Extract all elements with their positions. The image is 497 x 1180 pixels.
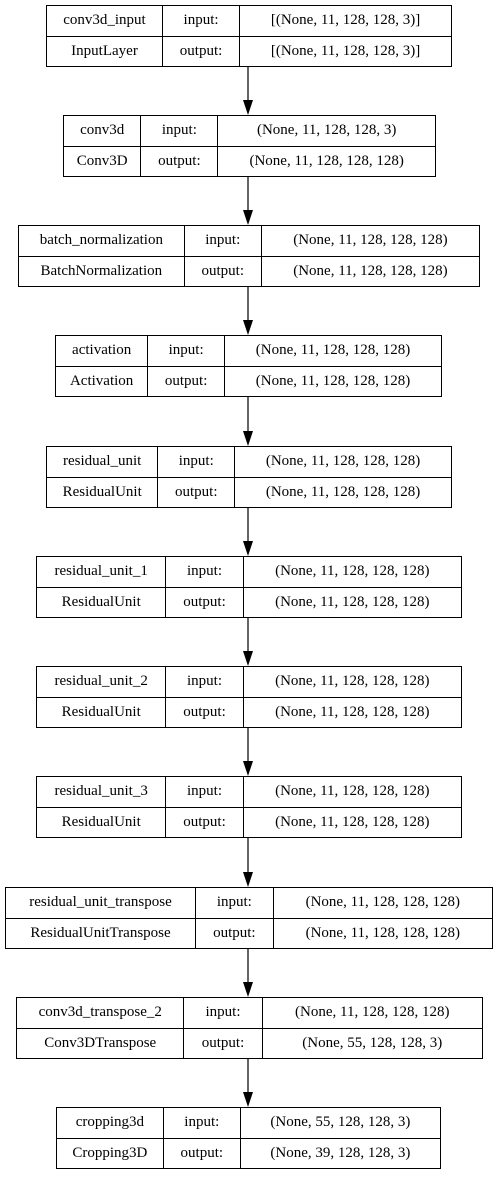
input-label: input: (195, 887, 274, 919)
output-label: output: (157, 476, 236, 508)
layer-name: activation (54, 335, 149, 367)
output-label: output: (165, 696, 244, 728)
layer-class: ResidualUnit (45, 476, 159, 508)
input-shape: (None, 11, 128, 128, 128) (260, 225, 481, 257)
layer-name: conv3d (62, 115, 142, 147)
input-label: input: (161, 5, 241, 37)
input-shape: (None, 11, 128, 128, 3) (217, 115, 436, 147)
input-label: input: (147, 335, 226, 367)
input-label: input: (165, 776, 244, 808)
layer-name: conv3d_transpose_2 (15, 997, 185, 1029)
layer-name: residual_unit_2 (35, 666, 167, 698)
layer-name: batch_normalization (18, 225, 185, 257)
input-shape: (None, 11, 128, 128, 128) (234, 446, 452, 478)
arrowhead-icon (243, 982, 253, 997)
input-label: input: (183, 997, 263, 1029)
output-shape: (None, 11, 128, 128, 128) (272, 917, 494, 949)
output-label: output: (183, 255, 262, 287)
output-shape: (None, 11, 128, 128, 128) (242, 806, 463, 838)
input-shape: (None, 11, 128, 128, 128) (242, 776, 463, 808)
output-label: output: (147, 365, 226, 397)
output-label: output: (162, 1137, 241, 1169)
arrowhead-icon (243, 210, 253, 225)
arrowhead-icon (243, 872, 253, 887)
layer-class: Activation (54, 365, 149, 397)
output-shape: (None, 11, 128, 128, 128) (260, 255, 481, 287)
arrowhead-icon (243, 1092, 253, 1107)
output-label: output: (140, 145, 219, 177)
layer-class: BatchNormalization (18, 255, 185, 287)
output-shape: (None, 39, 128, 128, 3) (239, 1137, 442, 1169)
arrowhead-icon (243, 541, 253, 556)
layer-name: residual_unit_3 (35, 776, 167, 808)
output-shape: (None, 11, 128, 128, 128) (217, 145, 436, 177)
output-label: output: (165, 806, 244, 838)
input-label: input: (165, 556, 244, 588)
input-shape: [(None, 11, 128, 128, 3)] (239, 5, 452, 37)
layer-name: cropping3d (56, 1107, 164, 1139)
output-shape: (None, 11, 128, 128, 128) (242, 586, 463, 618)
layer-name: conv3d_input (46, 5, 163, 37)
input-label: input: (157, 446, 236, 478)
input-label: input: (165, 666, 244, 698)
arrowhead-icon (243, 761, 253, 776)
input-shape: (None, 11, 128, 128, 128) (242, 556, 463, 588)
layer-class: InputLayer (46, 35, 163, 67)
layer-class: ResidualUnit (35, 806, 167, 838)
input-shape: (None, 11, 128, 128, 128) (224, 335, 442, 367)
output-shape: (None, 55, 128, 128, 3) (261, 1027, 484, 1059)
output-shape: [(None, 11, 128, 128, 3)] (239, 35, 452, 67)
layer-name: residual_unit (45, 446, 159, 478)
layer-class: Conv3DTranspose (15, 1027, 185, 1059)
arrowhead-icon (243, 320, 253, 335)
layer-name: residual_unit_1 (35, 556, 167, 588)
output-shape: (None, 11, 128, 128, 128) (242, 696, 463, 728)
output-label: output: (165, 586, 244, 618)
arrowhead-icon (243, 100, 253, 115)
layer-class: ResidualUnitTranspose (4, 917, 197, 949)
input-label: input: (162, 1107, 241, 1139)
output-label: output: (195, 917, 274, 949)
input-shape: (None, 55, 128, 128, 3) (239, 1107, 442, 1139)
output-label: output: (183, 1027, 263, 1059)
layer-name: residual_unit_transpose (4, 887, 197, 919)
arrowhead-icon (243, 651, 253, 666)
output-label: output: (161, 35, 241, 67)
input-shape: (None, 11, 128, 128, 128) (242, 666, 463, 698)
input-shape: (None, 11, 128, 128, 128) (261, 997, 484, 1029)
output-shape: (None, 11, 128, 128, 128) (234, 476, 452, 508)
input-label: input: (140, 115, 219, 147)
arrowhead-icon (243, 431, 253, 446)
layer-class: Conv3D (62, 145, 142, 177)
layer-class: ResidualUnit (35, 696, 167, 728)
layer-class: Cropping3D (56, 1137, 164, 1169)
input-label: input: (183, 225, 262, 257)
input-shape: (None, 11, 128, 128, 128) (272, 887, 494, 919)
layer-class: ResidualUnit (35, 586, 167, 618)
output-shape: (None, 11, 128, 128, 128) (224, 365, 442, 397)
